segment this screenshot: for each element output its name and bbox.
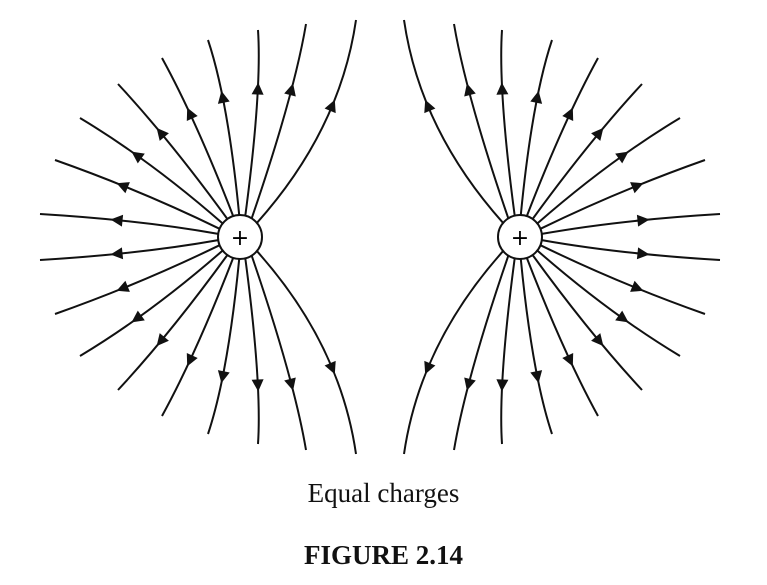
right-field-line-upper-6-arrow xyxy=(496,82,509,95)
left-field-line-upper-4 xyxy=(161,57,235,217)
left-field-line-lower-0 xyxy=(39,239,219,261)
left-field-line-upper-8 xyxy=(256,19,357,224)
left-field-line-upper-7-arrow xyxy=(284,83,296,97)
right-field-line-lower-1-arrow xyxy=(630,280,644,292)
right-field-line-upper-0-arrow xyxy=(636,214,650,227)
left-field-line-lower-2 xyxy=(79,249,224,357)
figure-caption: Equal charges xyxy=(307,478,460,508)
left-field-line-upper-2 xyxy=(79,117,224,225)
left-field-line-lower-3 xyxy=(117,254,229,391)
right-field-line-upper-3-arrow xyxy=(591,127,604,141)
left-field-line-lower-8 xyxy=(256,250,357,455)
left-field-line-upper-3 xyxy=(117,83,229,220)
right-field-line-upper-5-arrow xyxy=(530,90,543,104)
right-field-line-lower-0-arrow xyxy=(636,247,650,260)
left-field-line-upper-7 xyxy=(250,23,307,219)
left-field-line-lower-1 xyxy=(54,244,221,315)
right-field-line-lower-4 xyxy=(525,257,599,417)
left-field-line-lower-5-arrow xyxy=(217,370,230,384)
charge-left-sign: + xyxy=(231,226,249,251)
left-field-line-lower-2-arrow xyxy=(131,310,145,323)
right-field-line-lower-3-arrow xyxy=(591,333,604,347)
right-field-line-upper-3 xyxy=(531,83,643,220)
right-field-line-lower-7-arrow xyxy=(464,377,476,391)
left-field-line-upper-6 xyxy=(244,29,260,216)
field-arrows xyxy=(110,82,650,392)
right-field-line-lower-1 xyxy=(539,244,706,315)
left-field-line-upper-6-arrow xyxy=(251,82,264,95)
left-field-line-lower-7 xyxy=(250,255,307,451)
right-field-line-lower-7 xyxy=(453,255,510,451)
field-lines xyxy=(39,19,721,455)
right-field-line-upper-8-arrow xyxy=(424,99,436,114)
right-field-line-upper-7-arrow xyxy=(464,83,476,97)
charge-right: + xyxy=(497,214,543,260)
right-field-line-lower-2-arrow xyxy=(615,310,629,323)
right-field-line-lower-3 xyxy=(531,254,643,391)
right-field-line-lower-6-arrow xyxy=(496,379,509,392)
left-field-line-upper-0 xyxy=(39,213,219,235)
right-field-line-upper-2 xyxy=(536,117,681,225)
right-field-line-lower-4-arrow xyxy=(562,353,574,367)
right-field-line-lower-8 xyxy=(403,250,504,455)
right-field-line-upper-1-arrow xyxy=(630,182,644,194)
right-field-line-upper-4-arrow xyxy=(562,107,574,121)
right-field-line-lower-0 xyxy=(541,239,721,261)
charge-left-circle xyxy=(217,214,263,260)
left-field-line-upper-1-arrow xyxy=(116,182,130,194)
left-field-line-upper-0-arrow xyxy=(110,214,124,227)
left-field-line-upper-1 xyxy=(54,159,221,230)
left-field-line-upper-5 xyxy=(207,39,241,216)
right-field-line-upper-5 xyxy=(519,39,553,216)
right-field-line-upper-7 xyxy=(453,23,510,219)
left-field-line-lower-3-arrow xyxy=(156,333,169,347)
left-field-line-upper-5-arrow xyxy=(217,90,230,104)
charge-left: + xyxy=(217,214,263,260)
charge-right-circle xyxy=(497,214,543,260)
field-lines-svg: + + xyxy=(39,19,721,455)
right-field-line-lower-8-arrow xyxy=(424,360,436,375)
right-field-line-upper-8 xyxy=(403,19,504,224)
left-field-line-lower-5 xyxy=(207,258,241,435)
left-field-line-lower-4 xyxy=(161,257,235,417)
right-field-line-upper-2-arrow xyxy=(615,151,629,164)
right-field-line-upper-6 xyxy=(500,29,516,216)
right-field-line-lower-6 xyxy=(500,258,516,445)
left-field-line-lower-6 xyxy=(244,258,260,445)
right-field-line-lower-5-arrow xyxy=(530,370,543,384)
right-field-line-lower-5 xyxy=(519,258,553,435)
left-field-line-upper-2-arrow xyxy=(131,151,145,164)
left-field-line-lower-7-arrow xyxy=(284,377,296,391)
charge-right-sign: + xyxy=(511,226,529,251)
left-field-line-upper-4-arrow xyxy=(186,107,198,121)
left-field-line-lower-8-arrow xyxy=(324,360,336,375)
left-field-line-upper-3-arrow xyxy=(156,127,169,141)
right-field-line-upper-4 xyxy=(525,57,599,217)
left-field-line-lower-6-arrow xyxy=(251,379,264,392)
left-field-line-upper-8-arrow xyxy=(324,99,336,114)
left-field-line-lower-1-arrow xyxy=(116,280,130,292)
right-field-line-lower-2 xyxy=(536,249,681,357)
right-field-line-upper-1 xyxy=(539,159,706,230)
left-field-line-lower-0-arrow xyxy=(110,247,124,260)
right-field-line-upper-0 xyxy=(541,213,721,235)
figure-number: FIGURE 2.14 xyxy=(303,540,463,570)
left-field-line-lower-4-arrow xyxy=(186,353,198,367)
